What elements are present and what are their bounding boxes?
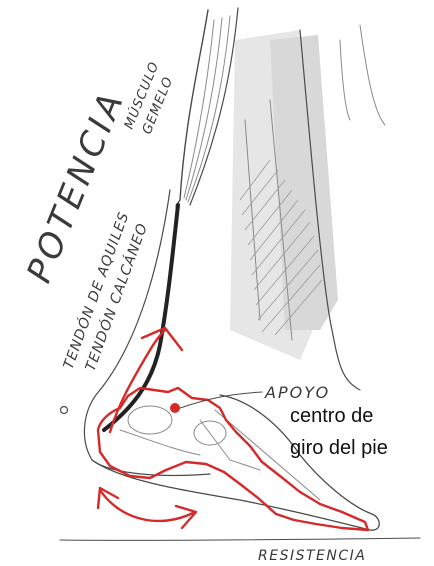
pivot-caption-line1: centro de — [290, 400, 430, 432]
pivot-caption: centro de giro del pie — [290, 400, 430, 464]
ground-line — [60, 538, 420, 540]
pivot-point — [170, 403, 180, 413]
leg-hatching — [230, 30, 338, 360]
calf-muscle — [176, 8, 238, 206]
rotation-arrow — [98, 488, 196, 528]
pivot-caption-line2: giro del pie — [290, 432, 430, 464]
label-resistencia: RESISTENCIA — [258, 548, 366, 564]
bullet-marker — [61, 407, 68, 414]
